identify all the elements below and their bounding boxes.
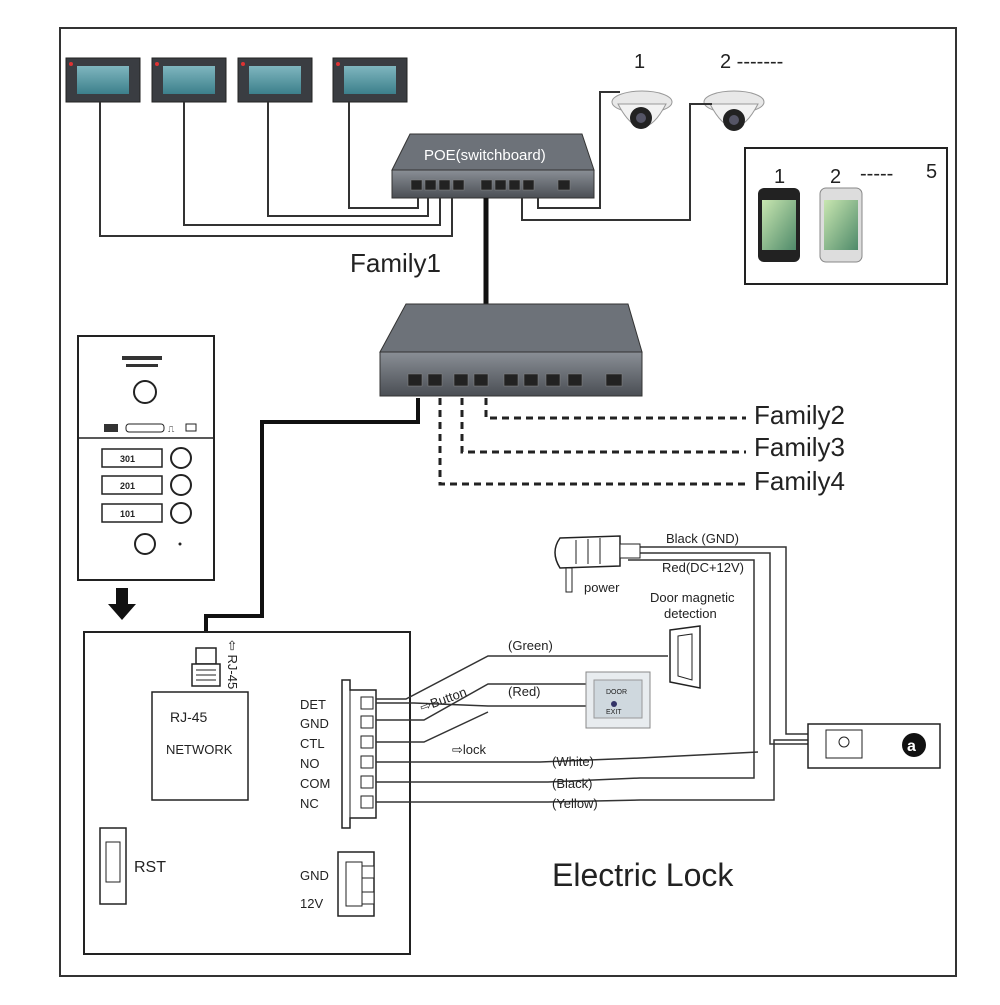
- terminal-det: DET: [300, 697, 326, 712]
- main-switch: [379, 303, 643, 397]
- phone-5-label: 5: [926, 161, 937, 183]
- phone-2-label: 2: [830, 166, 841, 188]
- down-arrow-icon: [108, 588, 136, 620]
- lock-arrow-label: ⇨lock: [452, 742, 487, 757]
- camera-2-label: 2 -------: [720, 51, 783, 73]
- power-label: power: [584, 580, 620, 595]
- wire-black-label: (Black): [552, 776, 592, 791]
- svg-text:⎍: ⎍: [168, 424, 175, 434]
- electric-lock-device: [807, 723, 941, 769]
- phone-dashes: -----: [860, 163, 893, 185]
- exit-button-icon: DOOR EXIT: [585, 671, 651, 729]
- power-adapter-icon: [554, 535, 641, 593]
- family2-label: Family2: [754, 400, 845, 430]
- family-dashed-lines: [438, 398, 746, 486]
- apartment-button-101: 101: [120, 509, 135, 519]
- indoor-monitor-4: [332, 57, 408, 103]
- outdoor-station: ⎍: [77, 335, 215, 581]
- wire-red-label: (Red): [508, 684, 541, 699]
- terminal-block: [341, 679, 377, 829]
- wire-yellow-label: (Yellow): [552, 796, 598, 811]
- rj45-plug-icon: [191, 647, 221, 687]
- phone-1-label: 1: [774, 166, 785, 188]
- apartment-button-301: 301: [120, 454, 135, 464]
- terminal-wires: [376, 559, 828, 803]
- svg-text:DOOR: DOOR: [606, 689, 627, 696]
- card-icon: [185, 423, 197, 432]
- door-magnetic-sensor-icon: [669, 625, 701, 689]
- camera-cables: [521, 91, 712, 221]
- family3-label: Family3: [754, 432, 845, 462]
- terminal-ctl: CTL: [300, 736, 325, 751]
- svg-text:EXIT: EXIT: [606, 709, 622, 716]
- door-magnetic-label-2: detection: [664, 606, 717, 621]
- red-dc-label: Red(DC+12V): [662, 560, 744, 575]
- terminal-com: COM: [300, 776, 330, 791]
- wire-green-label: (Green): [508, 638, 553, 653]
- apartment-button-201: 201: [120, 481, 135, 491]
- rj45-arrow-label: ⇦ RJ-45: [225, 640, 240, 689]
- camera-lens-icon: [133, 380, 157, 404]
- camera-2-icon: [703, 90, 765, 131]
- black-gnd-label: Black (GND): [666, 531, 739, 546]
- rj45-network-box: [151, 691, 249, 801]
- poe-switchboard: [391, 133, 595, 199]
- monitor-cables: [99, 102, 453, 237]
- family4-label: Family4: [754, 466, 845, 496]
- camera-1-label: 1: [634, 51, 645, 73]
- rj45-box-title: RJ-45: [170, 709, 208, 725]
- camera-1-icon: [611, 90, 673, 129]
- power-terminal: [337, 851, 375, 917]
- wire-white-label: (White): [552, 754, 594, 769]
- family1-label: Family1: [350, 248, 441, 278]
- terminal-gnd: GND: [300, 716, 329, 731]
- indoor-monitor-1: [65, 57, 141, 103]
- keypad-icon: [104, 424, 118, 432]
- terminal-nc: NC: [300, 796, 319, 811]
- network-cable: [204, 398, 420, 650]
- lock-badge: a: [907, 738, 916, 755]
- indoor-monitor-3: [237, 57, 313, 103]
- phone-1-icon: [758, 188, 800, 262]
- terminal-no: NO: [300, 756, 320, 771]
- indoor-monitor-2: [151, 57, 227, 103]
- network-label: NETWORK: [166, 742, 233, 757]
- poe-label: POE(switchboard): [424, 147, 546, 164]
- power-gnd-label: GND: [300, 868, 329, 883]
- power-wires: [640, 546, 828, 745]
- power-12v-label: 12V: [300, 896, 323, 911]
- electric-lock-title: Electric Lock: [552, 857, 734, 893]
- door-magnetic-label-1: Door magnetic: [650, 590, 735, 605]
- rst-label: RST: [134, 859, 166, 876]
- phone-2-icon: [819, 187, 863, 263]
